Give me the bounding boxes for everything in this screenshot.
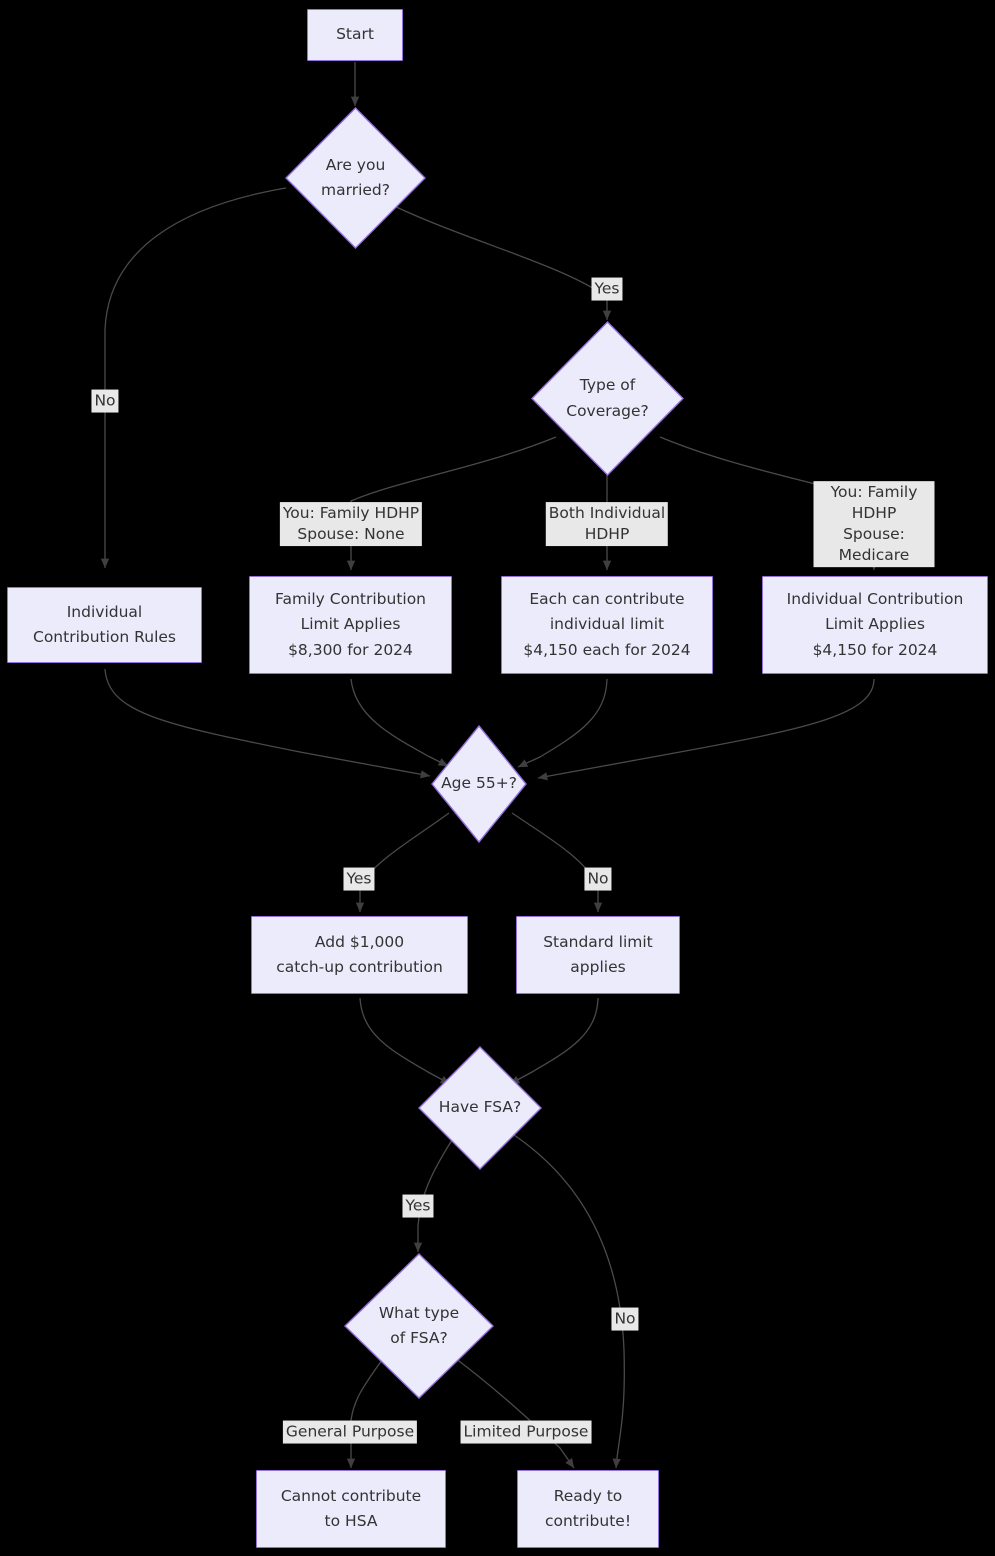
node-fsa-type[interactable]: What type of FSA? xyxy=(344,1253,494,1399)
edge-label-married-no: No xyxy=(91,389,119,413)
node-each-individual-label: Each can contribute individual limit $4,… xyxy=(523,590,691,659)
node-cannot-contribute-label: Cannot contribute to HSA xyxy=(280,1486,422,1530)
edge-indiv-age xyxy=(537,678,875,781)
node-ready-contribute-label: Ready to contribute! xyxy=(544,1486,632,1530)
node-individual-rules-label: Individual Contribution Rules xyxy=(33,602,176,646)
node-catchup[interactable]: Add $1,000 catch-up contribution xyxy=(251,916,468,994)
edge-label-age-no: No xyxy=(584,867,612,891)
node-standard-label: Standard limit applies xyxy=(543,932,653,976)
node-individual-limit[interactable]: Individual Contribution Limit Applies $4… xyxy=(762,576,988,674)
edge-label-fsa-no: No xyxy=(611,1307,639,1331)
edge-label-limited-purpose: Limited Purpose xyxy=(460,1420,592,1444)
node-fsa-type-label: What type of FSA? xyxy=(378,1303,460,1347)
node-ready-contribute[interactable]: Ready to contribute! xyxy=(517,1470,659,1548)
edge-label-fsa-yes: Yes xyxy=(402,1194,434,1218)
node-standard[interactable]: Standard limit applies xyxy=(516,916,680,994)
diamond-shape xyxy=(285,107,426,249)
edge-label-coverage-both-individual: Both Individual HDHP xyxy=(545,502,669,546)
edge-married-indivrules xyxy=(100,187,287,569)
node-each-individual[interactable]: Each can contribute individual limit $4,… xyxy=(501,576,713,674)
node-age55-label: Age 55+? xyxy=(441,774,517,793)
node-married-label: Are you married? xyxy=(321,155,390,199)
node-age55[interactable]: Age 55+? xyxy=(431,725,527,843)
edge-fsa-ready xyxy=(513,1134,625,1469)
edge-label-general-purpose: General Purpose xyxy=(282,1420,418,1444)
node-catchup-label: Add $1,000 catch-up contribution xyxy=(276,932,443,976)
edge-each-age xyxy=(517,678,608,768)
node-coverage-label: Type of Coverage? xyxy=(566,376,649,420)
node-married[interactable]: Are you married? xyxy=(285,107,426,249)
edge-label-married-yes: Yes xyxy=(591,277,623,301)
edge-indivrules-age xyxy=(104,668,431,779)
node-have-fsa[interactable]: Have FSA? xyxy=(418,1046,542,1170)
node-start[interactable]: Start xyxy=(307,9,403,61)
edge-label-coverage-family-none: You: Family HDHP Spouse: None xyxy=(279,502,423,546)
node-coverage[interactable]: Type of Coverage? xyxy=(531,321,684,476)
diamond-shape xyxy=(431,725,527,843)
node-cannot-contribute[interactable]: Cannot contribute to HSA xyxy=(256,1470,446,1548)
diamond-shape xyxy=(344,1253,494,1399)
diamond-shape xyxy=(531,321,684,476)
edge-label-age-yes: Yes xyxy=(343,867,375,891)
node-individual-rules[interactable]: Individual Contribution Rules xyxy=(7,587,202,663)
node-family-limit-label: Family Contribution Limit Applies $8,300… xyxy=(274,590,427,659)
edge-label-coverage-family-medicare: You: Family HDHP Spouse: Medicare xyxy=(813,481,935,567)
node-family-limit[interactable]: Family Contribution Limit Applies $8,300… xyxy=(249,576,452,674)
node-have-fsa-label: Have FSA? xyxy=(438,1098,522,1117)
node-start-label: Start xyxy=(336,25,374,44)
diamond-shape xyxy=(418,1046,542,1170)
node-individual-limit-label: Individual Contribution Limit Applies $4… xyxy=(786,590,964,659)
